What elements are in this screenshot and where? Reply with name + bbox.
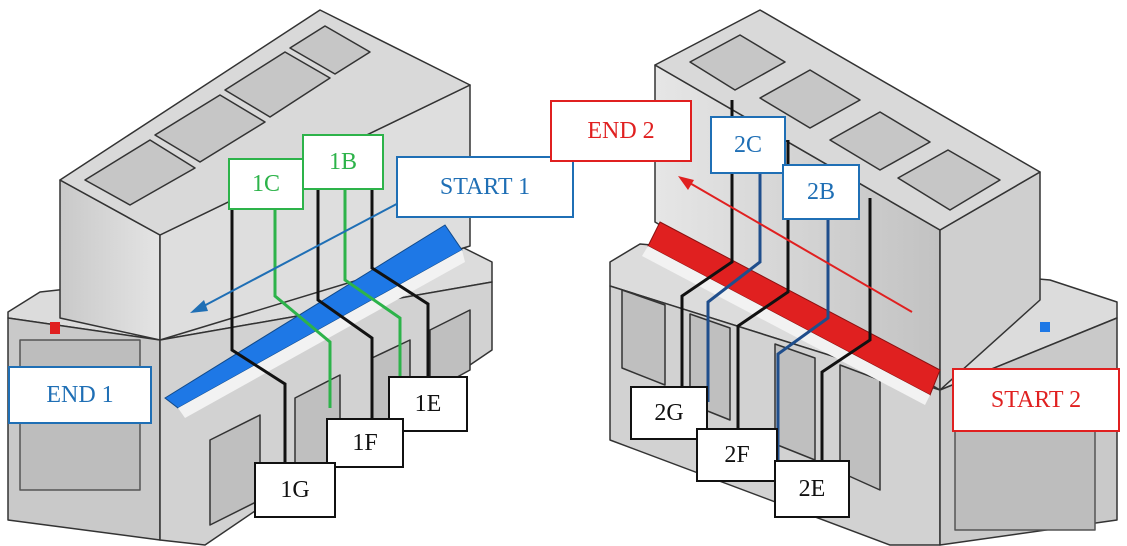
- label-1G: 1G: [254, 462, 336, 518]
- label-2G: 2G: [630, 386, 708, 440]
- left-leaders: [230, 162, 430, 462]
- leader-1G: [230, 210, 287, 462]
- label-2C: 2C: [710, 116, 786, 174]
- leader-2G: [680, 100, 734, 386]
- leader-2C: [706, 148, 762, 402]
- label-end-1: END 1: [8, 366, 152, 424]
- label-start-2: START 2: [952, 368, 1120, 432]
- label-1B: 1B: [302, 134, 384, 190]
- end2-arrow: [678, 176, 913, 313]
- label-2B: 2B: [782, 164, 860, 220]
- leader-1B: [343, 170, 402, 380]
- leader-2B: [776, 198, 830, 462]
- leader-1E-black: [370, 162, 430, 376]
- leader-1F-black: [316, 162, 374, 420]
- label-1C: 1C: [228, 158, 304, 210]
- label-end-2: END 2: [550, 100, 692, 162]
- label-1F: 1F: [326, 418, 404, 468]
- label-2E: 2E: [774, 460, 850, 518]
- label-start-1: START 1: [396, 156, 574, 218]
- leader-1C: [273, 208, 332, 408]
- leader-2E-black: [820, 198, 872, 462]
- start1-arrow: [190, 197, 409, 313]
- label-2F: 2F: [696, 428, 778, 482]
